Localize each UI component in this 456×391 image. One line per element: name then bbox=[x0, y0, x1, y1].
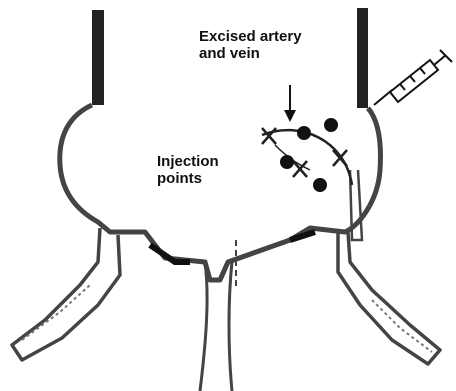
injection-points-label: Injection points bbox=[157, 153, 219, 187]
excised-label-line1: Excised artery bbox=[199, 28, 302, 45]
right-vessel-wall bbox=[357, 8, 368, 108]
excised-label-line2: and vein bbox=[199, 45, 302, 62]
right-limb bbox=[338, 232, 440, 364]
excised-artery-label: Excised artery and vein bbox=[199, 28, 302, 62]
center-vessel-left bbox=[200, 262, 207, 391]
contour-shade-left bbox=[150, 245, 190, 262]
injection-label-line1: Injection bbox=[157, 153, 219, 170]
arrow-down-icon bbox=[284, 85, 296, 122]
injection-label-line2: points bbox=[157, 170, 219, 187]
contour-shade-right bbox=[290, 232, 315, 240]
left-vessel-wall bbox=[92, 10, 104, 105]
injection-point-4 bbox=[313, 178, 327, 192]
injection-point-2 bbox=[324, 118, 338, 132]
left-limb-shade bbox=[22, 285, 90, 340]
left-limb bbox=[12, 228, 120, 360]
center-vessel-right bbox=[229, 262, 232, 391]
injection-point-3 bbox=[280, 155, 294, 169]
syringe-icon bbox=[374, 50, 452, 105]
injection-point-1 bbox=[297, 126, 311, 140]
